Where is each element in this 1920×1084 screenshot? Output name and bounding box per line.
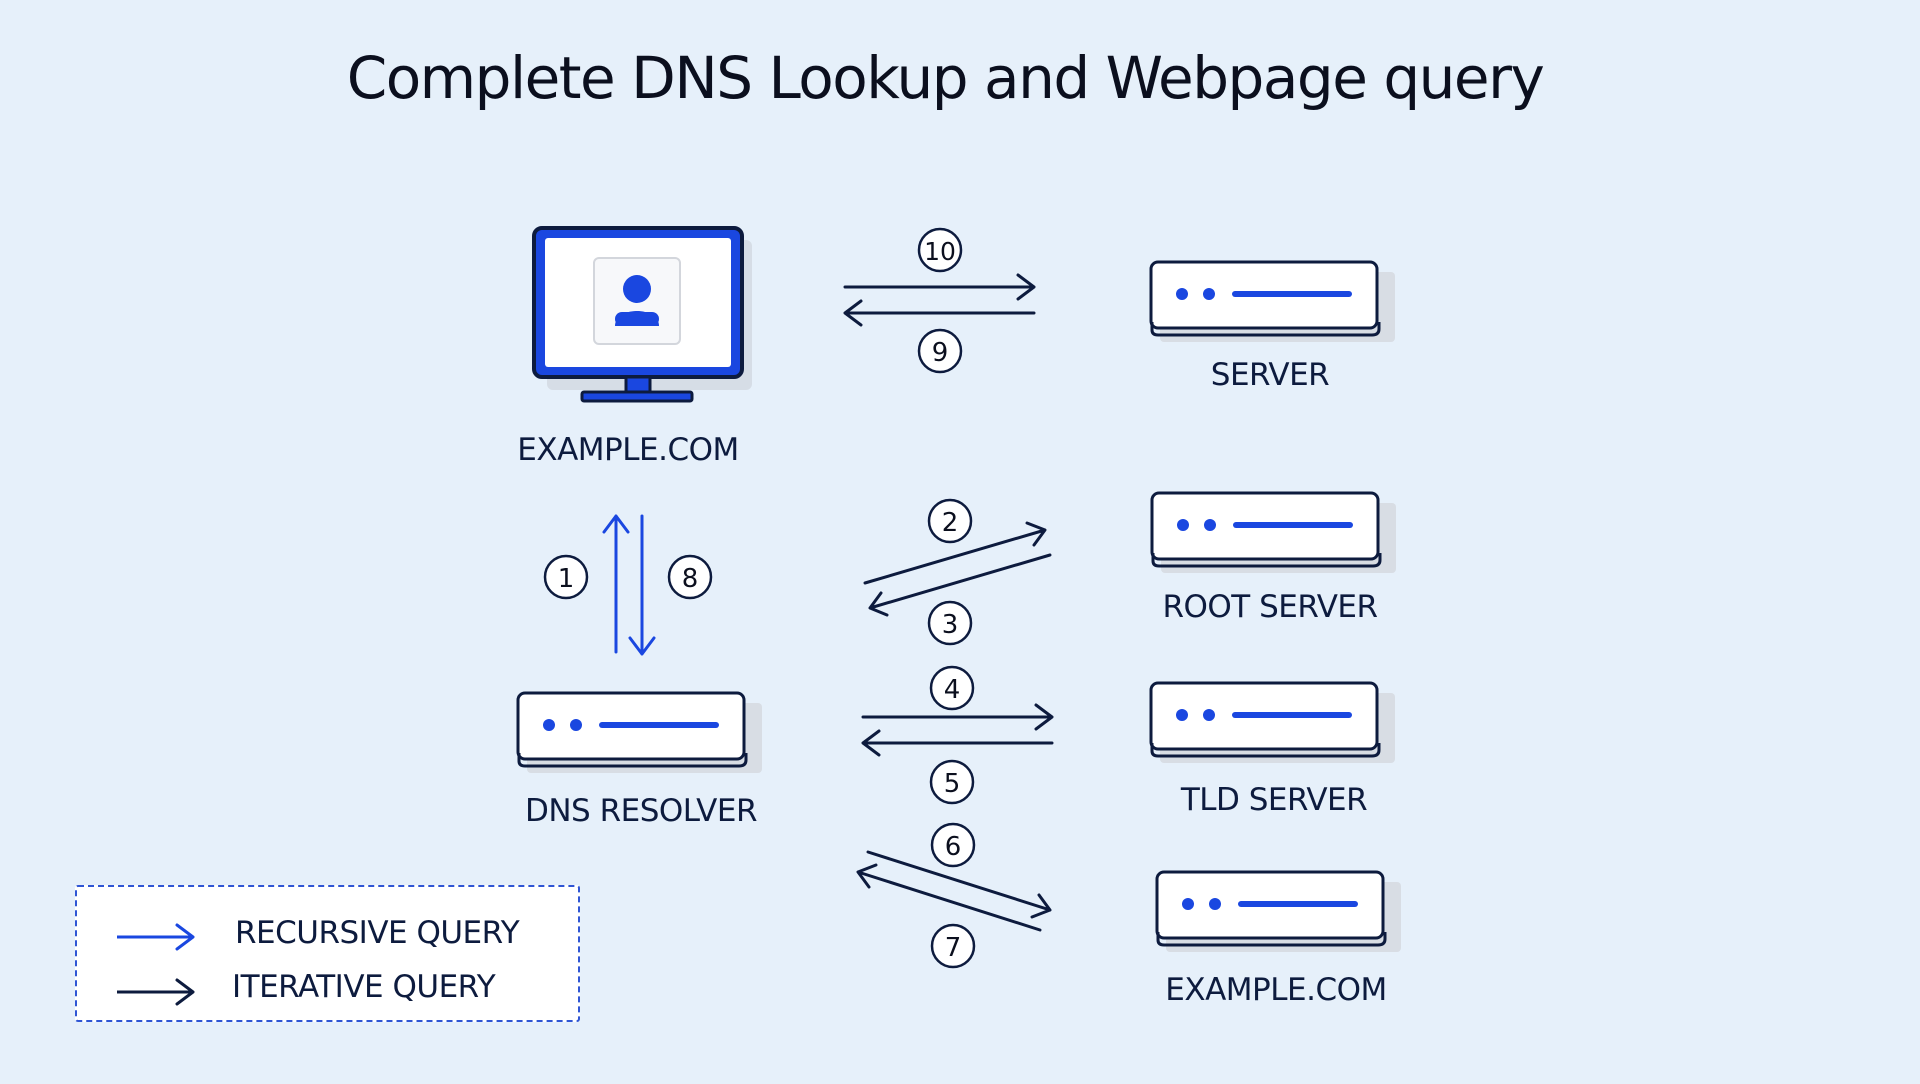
server-box-server bbox=[1149, 260, 1395, 342]
legend-iterative-label: ITERATIVE QUERY bbox=[232, 969, 496, 1005]
legend: RECURSIVE QUERY ITERATIVE QUERY bbox=[75, 885, 580, 1022]
server-box-authoritative bbox=[1155, 870, 1401, 952]
step-4: 4 bbox=[929, 665, 975, 711]
computer-user-icon bbox=[532, 226, 752, 403]
server-box-root bbox=[1150, 491, 1396, 573]
step-2: 2 bbox=[927, 498, 973, 544]
step-5: 5 bbox=[929, 759, 975, 805]
svg-text:2: 2 bbox=[942, 508, 959, 538]
svg-text:5: 5 bbox=[944, 769, 961, 799]
svg-text:8: 8 bbox=[682, 564, 699, 594]
step-3: 3 bbox=[927, 600, 973, 646]
svg-text:10: 10 bbox=[924, 237, 956, 266]
step-6: 6 bbox=[930, 822, 976, 868]
step-7: 7 bbox=[930, 923, 976, 969]
iterative-arrows bbox=[843, 273, 1054, 932]
tld-server-label: TLD SERVER bbox=[1180, 782, 1368, 818]
svg-text:3: 3 bbox=[942, 610, 959, 640]
svg-text:7: 7 bbox=[945, 933, 962, 963]
page-title: Complete DNS Lookup and Webpage query bbox=[346, 44, 1545, 112]
iterative-arrow-icon bbox=[117, 978, 195, 1006]
svg-text:6: 6 bbox=[945, 832, 962, 862]
client-label: EXAMPLE.COM bbox=[517, 432, 739, 468]
step-1: 1 bbox=[543, 554, 589, 600]
authoritative-label: EXAMPLE.COM bbox=[1165, 972, 1387, 1008]
recursive-arrow-icon bbox=[117, 923, 195, 951]
root-server-label: ROOT SERVER bbox=[1162, 589, 1378, 625]
svg-text:1: 1 bbox=[558, 564, 575, 594]
step-10: 10 bbox=[917, 227, 963, 273]
step-8: 8 bbox=[667, 554, 713, 600]
step-circles: 10 9 2 3 4 5 6 7 bbox=[543, 227, 976, 969]
legend-recursive-label: RECURSIVE QUERY bbox=[235, 915, 520, 951]
svg-text:9: 9 bbox=[932, 338, 949, 368]
step-9: 9 bbox=[917, 328, 963, 374]
server-label: SERVER bbox=[1210, 357, 1330, 393]
server-box-tld bbox=[1149, 681, 1395, 763]
legend-arrows bbox=[117, 923, 195, 1006]
server-box-dns-resolver bbox=[516, 691, 762, 773]
dns-resolver-label: DNS RESOLVER bbox=[525, 793, 758, 829]
svg-text:4: 4 bbox=[944, 675, 961, 705]
recursive-arrows bbox=[602, 514, 656, 656]
